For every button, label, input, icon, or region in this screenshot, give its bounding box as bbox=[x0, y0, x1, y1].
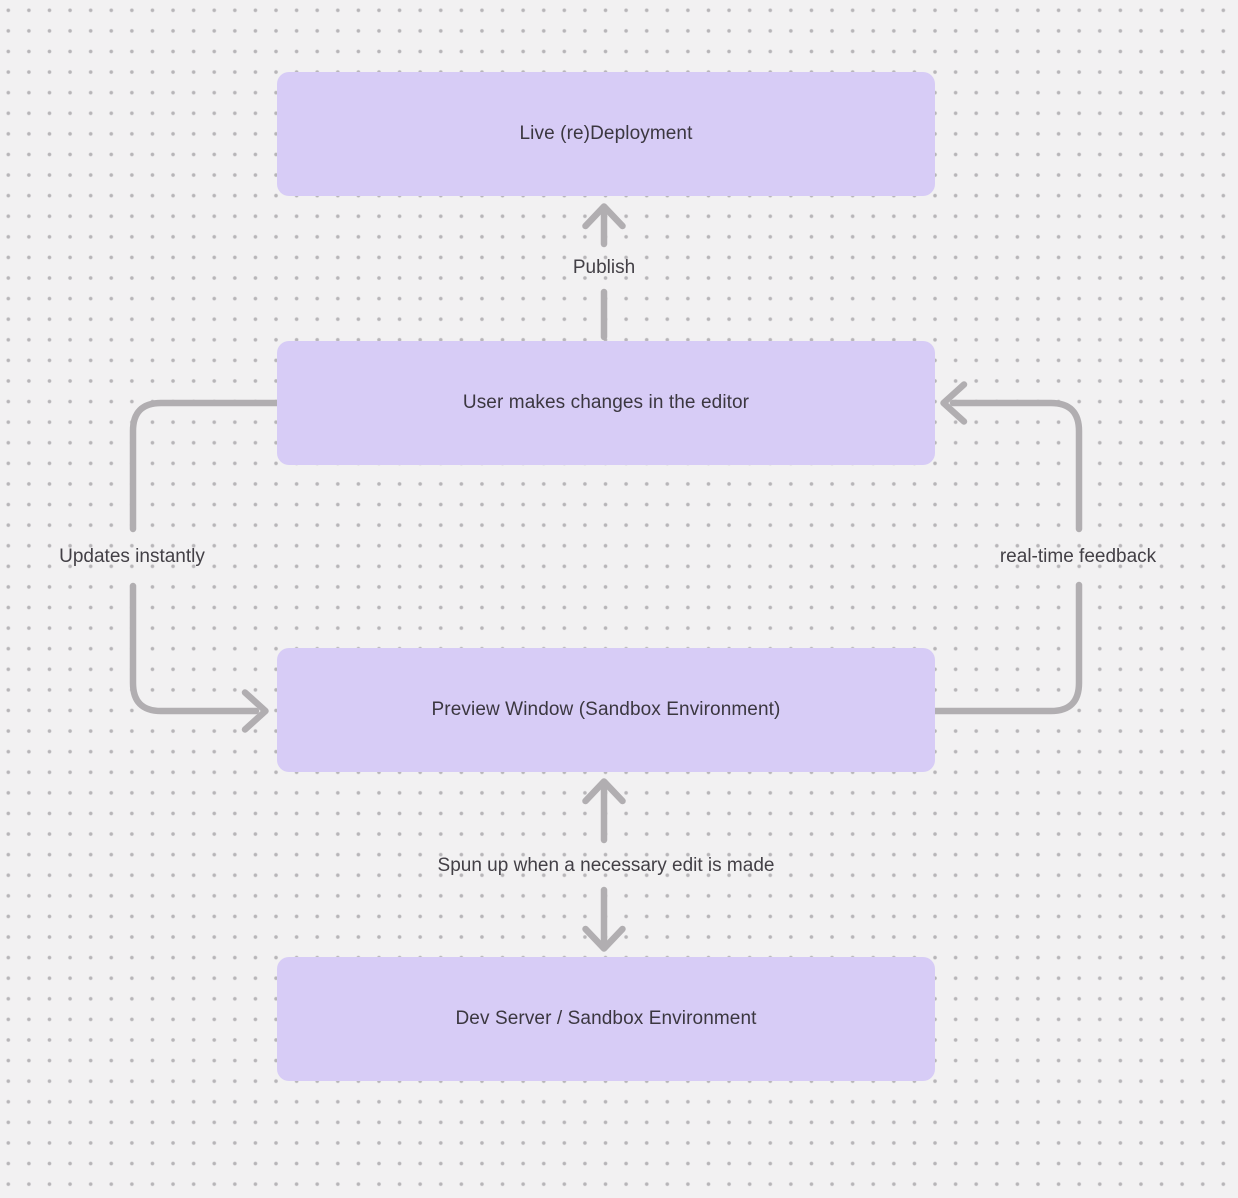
node-user-editor[interactable]: User makes changes in the editor bbox=[277, 341, 935, 465]
node-preview-window-label: Preview Window (Sandbox Environment) bbox=[431, 699, 781, 720]
edge-label-spun-up: Spun up when a necessary edit is made bbox=[437, 855, 775, 876]
node-live-redeployment-label: Live (re)Deployment bbox=[519, 123, 693, 144]
node-live-redeployment[interactable]: Live (re)Deployment bbox=[277, 72, 935, 196]
node-dev-server-label: Dev Server / Sandbox Environment bbox=[455, 1008, 757, 1029]
node-preview-window[interactable]: Preview Window (Sandbox Environment) bbox=[277, 648, 935, 772]
node-dev-server[interactable]: Dev Server / Sandbox Environment bbox=[277, 957, 935, 1081]
edge-label-updates-instantly: Updates instantly bbox=[59, 546, 205, 567]
node-user-editor-label: User makes changes in the editor bbox=[462, 392, 750, 413]
edge-label-real-time-feedback: real-time feedback bbox=[999, 546, 1157, 567]
edge-label-publish: Publish bbox=[572, 257, 636, 278]
